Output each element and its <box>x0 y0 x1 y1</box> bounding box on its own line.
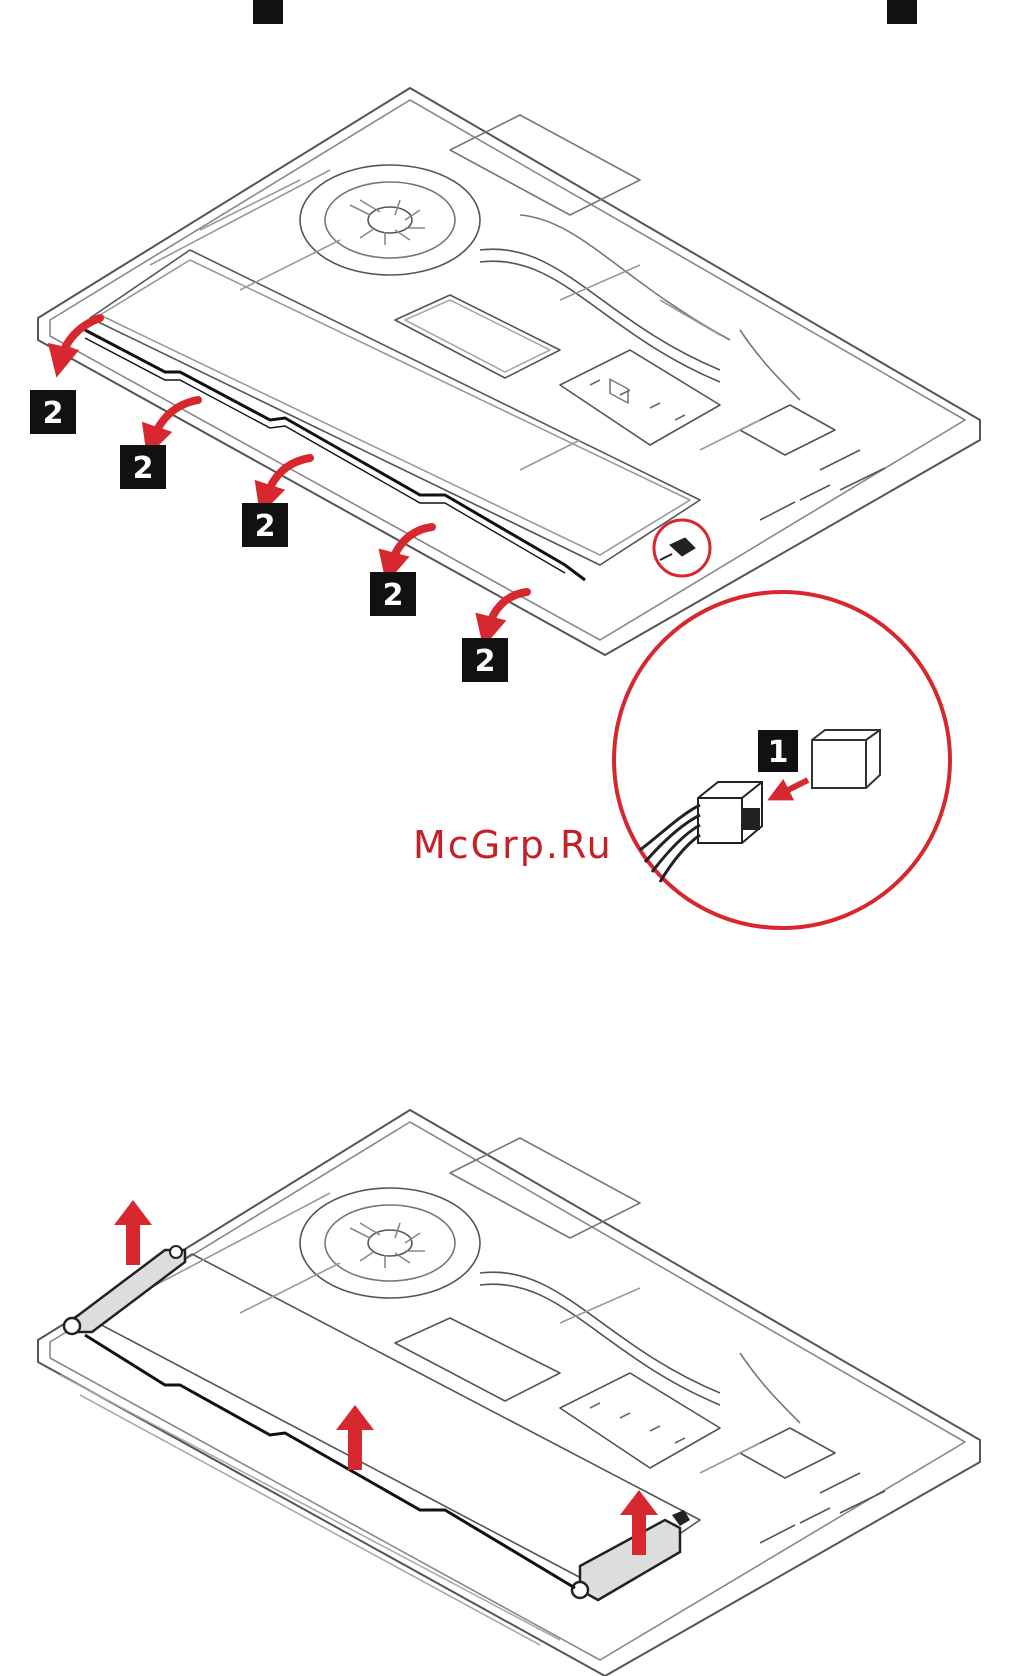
figure-2-laptop-base <box>38 1110 980 1676</box>
watermark-text: McGrp.Ru <box>413 823 613 867</box>
callout-badge: 2 <box>120 445 166 489</box>
svg-text:1: 1 <box>768 735 789 770</box>
svg-text:2: 2 <box>475 644 496 679</box>
callout-badge: 2 <box>242 503 288 547</box>
wlan-card <box>740 405 835 455</box>
svg-text:2: 2 <box>383 578 404 613</box>
callout-badge: 2 <box>370 572 416 616</box>
svg-text:2: 2 <box>43 396 64 431</box>
callout-badge: 2 <box>462 638 508 682</box>
callout-badge: 2 <box>30 390 76 434</box>
svg-text:2: 2 <box>255 509 276 544</box>
ssd-slot <box>395 295 560 378</box>
speaker-assembly <box>64 1246 690 1600</box>
callout-badge-1: 1 <box>758 730 798 772</box>
memory-module <box>560 350 720 445</box>
svg-text:2: 2 <box>133 451 154 486</box>
corner-marker-right <box>887 0 917 24</box>
corner-marker-left <box>253 0 283 24</box>
connector-detail-magnified: 1 <box>614 592 950 928</box>
